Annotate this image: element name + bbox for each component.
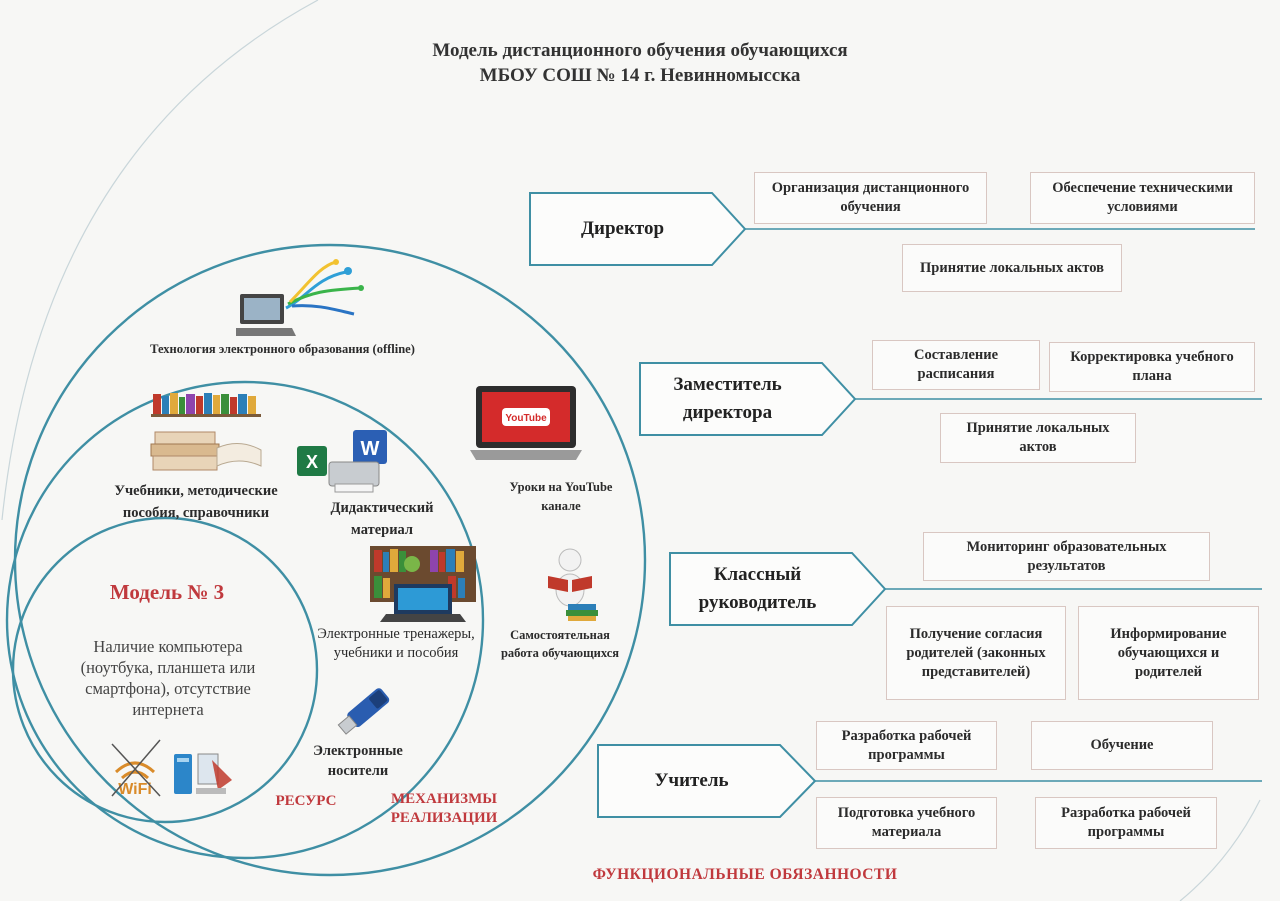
resource-label: РЕСУРС (275, 793, 337, 809)
duty-box: Разработка рабочей программы (816, 721, 997, 770)
duty-box: Составление расписания (872, 340, 1040, 390)
youtube-label: Уроки на YouTube канале (509, 480, 613, 513)
trainers-label: Электронные тренажеры, учебники и пособи… (317, 626, 475, 661)
duty-box: Подготовка учебного материала (816, 797, 997, 849)
duty-box: Организация дистанционного обучения (754, 172, 987, 224)
duty-box: Получение согласия родителей (законных п… (886, 606, 1066, 700)
books-icon (147, 392, 267, 474)
inner-circle (11, 516, 319, 824)
duty-box: Обучение (1031, 721, 1213, 770)
self-work-label: Самостоятельная работа обучающихся (500, 628, 620, 660)
svg-text:W: W (361, 438, 380, 460)
role-deputy: Заместитель директора (673, 374, 782, 423)
arrow-deputy (639, 362, 857, 436)
youtube-laptop-icon: YouTube (470, 384, 582, 464)
page-title-line2: МБОУ СОШ № 14 г. Невинномысска (479, 65, 801, 86)
arrow-director (529, 192, 747, 266)
role-director: Директор (580, 218, 665, 239)
computer-icon (172, 750, 236, 798)
model-title: Модель № 3 (109, 580, 225, 604)
svg-text:X: X (306, 452, 318, 472)
role-teacher: Учитель (654, 770, 729, 791)
wifi-logo-text: WiFi (118, 781, 152, 798)
tech-offline-label: Технология электронного образования (off… (150, 342, 415, 356)
model-description: Наличие компьютера (ноутбука, планшета и… (80, 637, 256, 719)
arrow-class-teacher (669, 552, 887, 626)
duty-box: Принятие локальных актов (902, 244, 1122, 292)
duty-box: Мониторинг образовательных результатов (923, 532, 1210, 581)
footer-label: ФУНКЦИОНАЛЬНЫЕ ОБЯЗАННОСТИ (592, 866, 898, 883)
youtube-logo-text: YouTube (505, 413, 547, 424)
duty-box: Принятие локальных актов (940, 413, 1136, 463)
arrow-teacher (597, 744, 817, 818)
role-class-teacher: Классный руководитель (698, 564, 817, 613)
usb-drive-icon (334, 678, 404, 736)
reading-figure-icon (538, 546, 600, 621)
page-title-line1: Модель дистанционного обучения обучающих… (432, 40, 848, 61)
word-excel-printer-icon: W X (295, 428, 400, 496)
mechanisms-label: МЕХАНИЗМЫ РЕАЛИЗАЦИИ (390, 791, 498, 826)
media-label: Электронные носители (313, 743, 403, 779)
middle-circle (5, 380, 485, 860)
textbooks-label: Учебники, методические пособия, справочн… (114, 483, 278, 521)
duty-box: Корректировка учебного плана (1049, 342, 1255, 392)
laptop-icon (234, 258, 366, 340)
didactic-label: Дидактический материал (330, 500, 434, 538)
library-laptop-icon (370, 546, 476, 624)
wifi-crossed-icon: WiFi (106, 738, 164, 800)
duty-box: Обеспечение техническими условиями (1030, 172, 1255, 224)
duty-box: Информирование обучающихся и родителей (1078, 606, 1259, 700)
duty-box: Разработка рабочей программы (1035, 797, 1217, 849)
